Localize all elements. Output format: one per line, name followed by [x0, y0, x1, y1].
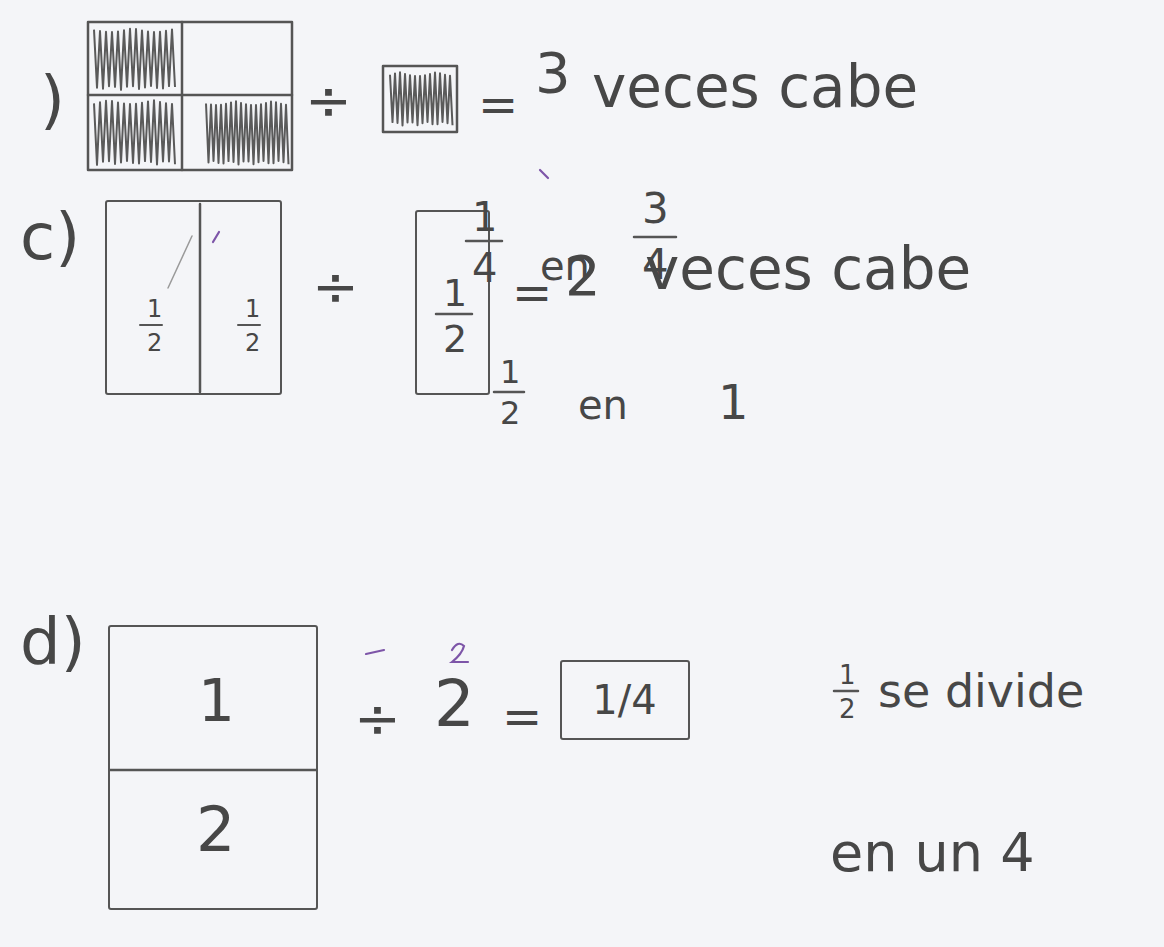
faint-stroke [168, 236, 192, 288]
shading [94, 29, 175, 90]
handwritten-note: 1 [472, 197, 497, 237]
fraction-text: 1/4 [592, 680, 656, 720]
handwritten-note: en un 4 [830, 826, 1035, 880]
fraction-box: 12 [415, 210, 490, 395]
ink-mark [540, 170, 548, 178]
fraction-box: 12 [108, 625, 318, 910]
fraction-box: 1 2 1 2 [105, 200, 282, 395]
handwritten-note: = [512, 268, 552, 316]
handwritten-note: en [578, 385, 628, 425]
handwritten-note: 3 [642, 188, 669, 230]
quarter-square [383, 66, 457, 132]
handwritten-note: d) [20, 610, 86, 674]
fraction-text: 2 [245, 331, 260, 355]
fraction-text: 1 [443, 274, 467, 312]
handwritten-note: 2 [839, 696, 856, 722]
handwritten-note: c) [20, 205, 80, 269]
whole-square [88, 22, 292, 170]
ink-mark [452, 644, 468, 662]
fraction-text: 2 [147, 331, 162, 355]
shading [206, 101, 289, 164]
grid-line [88, 94, 292, 97]
ink-mark [366, 650, 384, 654]
handwritten-note: veces cabe [645, 240, 971, 298]
fraction-bar [494, 391, 524, 394]
handwritten-note: veces cabe [592, 58, 918, 116]
handwritten-note: ) [40, 68, 65, 132]
handwritten-note: 2 [565, 248, 601, 304]
handwritten-note: 1 [718, 378, 749, 426]
shading [390, 72, 453, 125]
handwritten-note: 3 [535, 45, 571, 101]
fraction-bar [110, 769, 316, 772]
fraction-bar [634, 236, 676, 239]
handwritten-note: 4 [472, 248, 497, 288]
handwritten-note: ÷ [312, 258, 359, 314]
fraction-bar [238, 324, 260, 326]
handwritten-note: se divide [878, 668, 1084, 714]
handwritten-note: 1 [500, 356, 520, 388]
handwritten-note: 2 [500, 397, 520, 429]
handwritten-note: ÷ [354, 690, 401, 746]
ink-mark [213, 232, 219, 242]
fraction-bar [834, 690, 858, 693]
fraction-bar [436, 313, 472, 316]
handwritten-note: 2 [434, 672, 475, 736]
fraction-text: 2 [443, 320, 467, 358]
half-divider [199, 204, 202, 392]
fraction-text: 1 [198, 672, 235, 730]
handwritten-note: = [502, 692, 542, 740]
fraction-text: 1 [147, 297, 162, 321]
fraction-bar [466, 240, 502, 243]
fraction-text: 2 [196, 799, 235, 861]
shading [94, 100, 175, 165]
fraction-bar [140, 324, 162, 326]
fraction-text: 1 [245, 297, 260, 321]
handwritten-note: ÷ [305, 72, 352, 128]
fraction-box: 1/4 [560, 660, 690, 740]
handwritten-note: = [478, 80, 518, 128]
handwritten-note: 1 [839, 662, 856, 688]
